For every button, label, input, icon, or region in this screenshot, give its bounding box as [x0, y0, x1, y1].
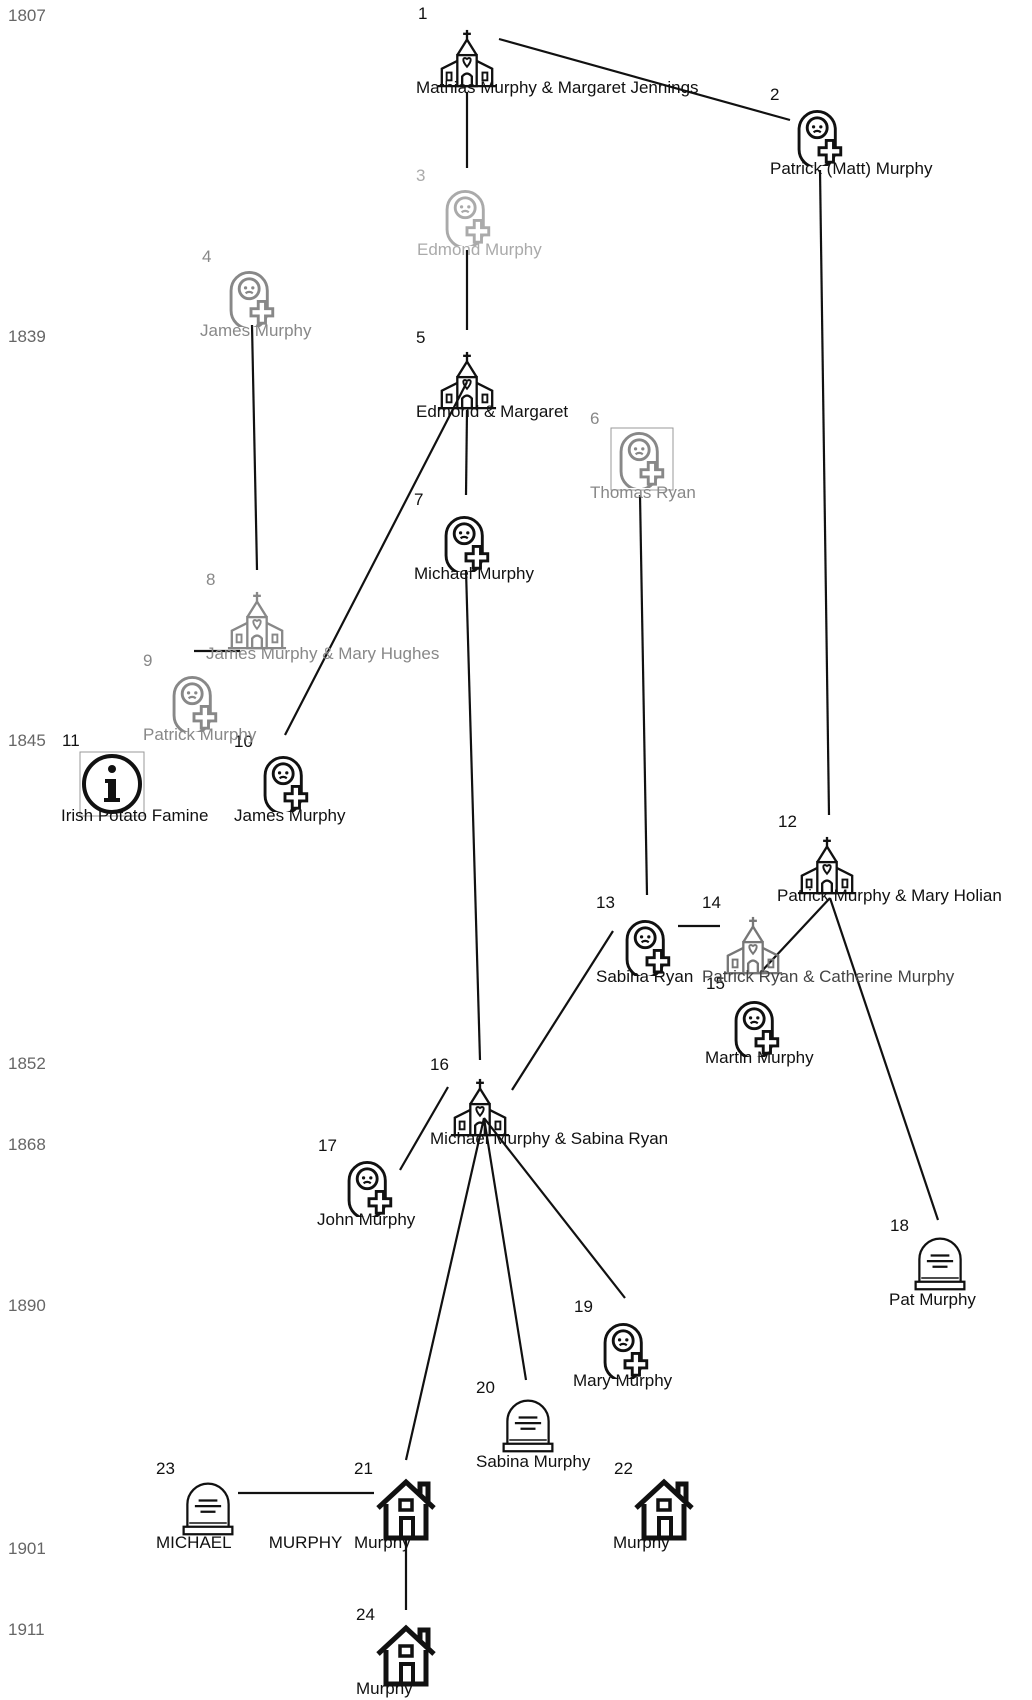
connector-line [818, 169, 831, 816]
connection-lines [194, 37, 940, 1610]
house-icon[interactable] [378, 1628, 434, 1684]
node-number: 14 [702, 893, 721, 912]
node-label: Patrick Murphy & Mary Holian [777, 886, 1002, 905]
gravestone-icon[interactable] [182, 1482, 234, 1536]
node-number: 7 [414, 490, 424, 509]
node-number: 5 [416, 328, 426, 347]
node-label: John Murphy [317, 1210, 416, 1229]
node-number: 22 [614, 1459, 633, 1478]
node-label: Patrick Murphy [143, 725, 257, 744]
node-number: 24 [356, 1605, 375, 1624]
node-number: 2 [770, 85, 780, 104]
node-number: 19 [574, 1297, 593, 1316]
node-number: 1 [418, 4, 428, 23]
node-label: Patrick Ryan & Catherine Murphy [702, 967, 955, 986]
year-label: 1890 [8, 1296, 46, 1315]
node-number: 11 [62, 731, 80, 750]
church-icon[interactable] [722, 915, 784, 975]
node-label: Edmond & Margaret [416, 402, 569, 421]
node-label: Mary Murphy [573, 1371, 673, 1390]
year-label: 1839 [8, 327, 46, 346]
connector-line [404, 1117, 486, 1461]
node-label: Irish Potato Famine [61, 806, 209, 825]
node-number: 20 [476, 1378, 495, 1397]
selection-box [610, 427, 674, 491]
church-icon[interactable] [436, 350, 498, 410]
church-icon[interactable] [226, 590, 288, 650]
node-label: James Murphy & Mary Hughes [206, 644, 440, 663]
year-label: 1852 [8, 1054, 46, 1073]
node-label: MICHAEL MURPHY [156, 1533, 343, 1552]
connector-line [511, 930, 614, 1091]
node-number: 8 [206, 570, 216, 589]
house-icon[interactable] [636, 1482, 692, 1538]
node-number: 12 [778, 812, 797, 831]
selection-box [79, 751, 145, 817]
house-icon[interactable] [378, 1482, 434, 1538]
node-label: Michael Murphy [414, 564, 534, 583]
node-label: Mathias Murphy & Margaret Jennings [416, 78, 699, 97]
connector-line [482, 1117, 528, 1381]
node-number: 6 [590, 409, 600, 428]
node-label: Michael Murphy & Sabina Ryan [430, 1129, 669, 1148]
church-icon[interactable] [796, 835, 858, 895]
connector-line [284, 381, 468, 736]
node-label: Thomas Ryan [590, 483, 696, 502]
node-label: Edmond Murphy [417, 240, 542, 259]
info-icon[interactable] [82, 754, 142, 814]
gravestone-icon[interactable] [502, 1399, 554, 1453]
node-label: James Murphy [234, 806, 346, 825]
node-number: 9 [143, 651, 153, 670]
connector-line [498, 37, 791, 122]
node-number: 3 [416, 166, 426, 185]
baby-icon[interactable] [619, 431, 665, 489]
church-icon[interactable] [449, 1077, 511, 1137]
node-label: Murphy [356, 1679, 413, 1698]
year-label: 1868 [8, 1135, 46, 1154]
node-label: Patrick (Matt) Murphy [770, 159, 933, 178]
node-label: James Murphy [200, 321, 312, 340]
gravestone-icon[interactable] [914, 1237, 966, 1291]
connector-line [250, 324, 259, 571]
node-number: 18 [890, 1216, 909, 1235]
node-label: Pat Murphy [889, 1290, 976, 1309]
node-label: Murphy [354, 1533, 411, 1552]
node-label: Murphy [613, 1533, 670, 1552]
connector-line [464, 569, 482, 1061]
node-number: 15 [706, 974, 725, 993]
connector-line [638, 494, 649, 896]
year-label: 1901 [8, 1539, 46, 1558]
node-number: 16 [430, 1055, 449, 1074]
connector-line [828, 897, 940, 1221]
year-label: 1911 [8, 1620, 45, 1639]
node-number: 17 [318, 1136, 337, 1155]
node-label: Sabina Murphy [476, 1452, 591, 1471]
node-label: Martin Murphy [705, 1048, 814, 1067]
node-number: 21 [354, 1459, 373, 1478]
year-label: 1807 [8, 6, 46, 25]
node-number: 10 [234, 732, 253, 751]
year-label: 1845 [8, 731, 46, 750]
connector-line [464, 409, 469, 496]
connector-line [759, 897, 831, 974]
node-icons [79, 28, 966, 1684]
connector-line [483, 1117, 626, 1299]
node-label: Sabina Ryan [596, 967, 694, 986]
node-number: 4 [202, 247, 212, 266]
node-number: 13 [596, 893, 615, 912]
connector-line [399, 1086, 449, 1171]
node-number: 23 [156, 1459, 175, 1478]
